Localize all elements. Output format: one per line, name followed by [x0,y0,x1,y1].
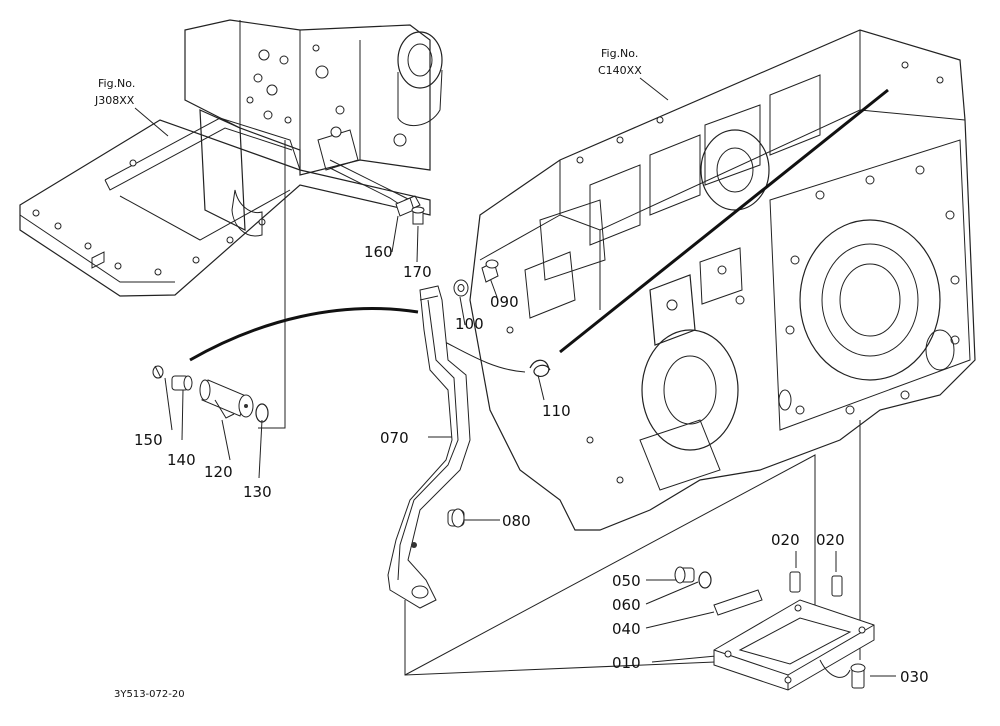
label-110: 110 [542,402,571,420]
part-080-pin [447,508,465,528]
label-100: 100 [455,315,484,333]
part-040-shaft [713,589,763,616]
label-020-a: 020 [771,531,800,549]
part-020-pin-a [789,571,801,593]
part-010-cover [713,599,875,691]
figure-reference-right: Fig.No. C140XX [598,47,642,77]
label-150: 150 [134,431,163,449]
label-160: 160 [364,243,393,261]
ref-right-line2: C140XX [598,64,642,77]
part-140-collar [171,375,193,391]
part-120-valve-body [199,379,254,419]
part-030-bolt [850,663,866,689]
part-050-plug [674,566,695,584]
label-070: 070 [380,429,409,447]
ref-right-line1: Fig.No. [601,47,638,60]
label-090: 090 [490,293,519,311]
label-010: 010 [612,654,641,672]
label-140: 140 [167,451,196,469]
label-080: 080 [502,512,531,530]
transmission-case [469,29,976,531]
part-130-o-ring [255,403,269,423]
part-090-bolt [481,259,499,283]
part-060-seal [698,571,712,589]
label-130: 130 [243,483,272,501]
document-code: 3Y513-072-20 [114,689,185,700]
assembly-lines [134,77,896,677]
ref-left-line2: J308XX [94,94,135,107]
label-120: 120 [204,463,233,481]
label-170: 170 [403,263,432,281]
label-050: 050 [612,572,641,590]
label-020-b: 020 [816,531,845,549]
part-070-lever [387,285,471,609]
ref-left-line1: Fig.No. [98,77,135,90]
label-030: 030 [900,668,929,686]
label-060: 060 [612,596,641,614]
label-040: 040 [612,620,641,638]
part-020-pin-b [831,575,843,597]
left-housing-assembly [19,19,443,297]
part-100-washer [453,279,469,297]
figure-reference-left: Fig.No. J308XX [94,77,135,107]
part-150-nut [152,365,164,379]
part-110-spring [529,359,551,378]
